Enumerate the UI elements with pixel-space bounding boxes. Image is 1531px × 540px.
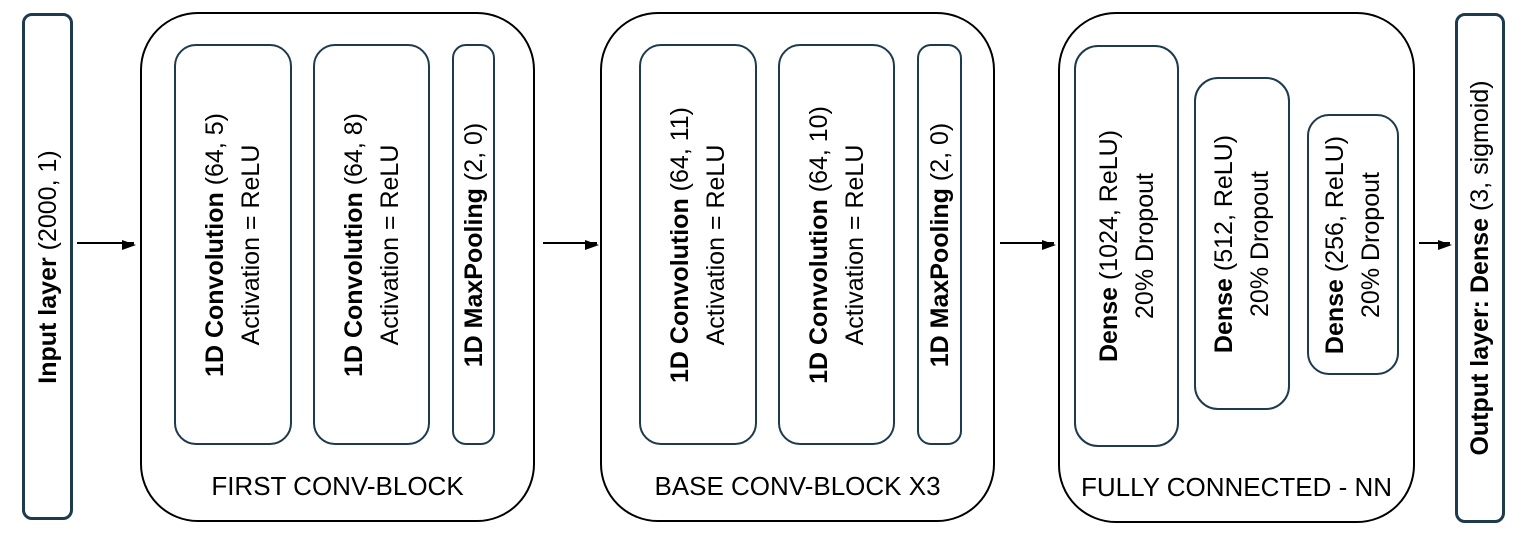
- layer-text: 1D Convolution (64, 8) Activation = ReLU: [335, 113, 408, 377]
- input-layer-label-detail: (2000, 1): [33, 149, 62, 257]
- block-label: FIRST CONV-BLOCK: [211, 471, 464, 501]
- layer-title: 1D Convolution (64, 10): [800, 106, 836, 384]
- block-label: BASE CONV-BLOCK X3: [654, 471, 941, 501]
- layer-subtitle: Activation = ReLU: [375, 144, 404, 345]
- layer-title-detail: (64, 10): [804, 105, 833, 199]
- conv-layer-box-1: 1D Convolution (64, 5) Activation = ReLU: [174, 44, 292, 445]
- fully-connected-block: Dense (1024, ReLU) 20% Dropout Dense (51…: [1058, 12, 1415, 523]
- first-conv-block: 1D Convolution (64, 5) Activation = ReLU…: [140, 12, 535, 522]
- layer-title: 1D MaxPooling (2, 0): [921, 122, 957, 366]
- input-layer-box: Input layer (2000, 1): [22, 13, 73, 520]
- flow-arrow-icon-3: [1000, 239, 1056, 250]
- layer-subtitle: 20% Dropout: [1357, 171, 1385, 318]
- layer-subtitle: Activation = ReLU: [702, 144, 730, 345]
- conv-layer-box-2: 1D Convolution (64, 8) Activation = ReLU: [313, 44, 430, 445]
- layer-title: 1D Convolution (64, 8): [335, 113, 371, 377]
- block-label: FULLY CONNECTED - NN: [1080, 472, 1393, 502]
- layer-text: 1D Convolution (64, 11) Activation = ReL…: [662, 107, 735, 383]
- layer-text: Dense (512, ReLU) 20% Dropout: [1206, 134, 1279, 352]
- maxpooling-layer-box: 1D MaxPooling (2, 0): [452, 44, 495, 445]
- layer-title: 1D MaxPooling (2, 0): [455, 122, 491, 366]
- layer-title-bold: 1D MaxPooling: [459, 187, 488, 367]
- layer-text: 1D MaxPooling (2, 0): [921, 122, 957, 366]
- output-layer-box: Output layer: Dense (3, sigmoid): [1455, 13, 1505, 523]
- layer-title-detail: (512, ReLU): [1209, 134, 1238, 278]
- layer-title: Dense (256, ReLU): [1317, 135, 1353, 353]
- layer-subtitle: 20% Dropout: [1130, 173, 1159, 319]
- layer-title-detail: (64, 8): [339, 112, 368, 192]
- layer-title-bold: 1D Convolution: [665, 197, 694, 383]
- input-layer-label: Input layer (2000, 1): [29, 150, 65, 383]
- output-layer-label-bold: Output layer: Dense: [1465, 217, 1494, 456]
- layer-text: Dense (1024, ReLU) 20% Dropout: [1090, 130, 1163, 362]
- output-layer-label: Output layer: Dense (3, sigmoid): [1462, 80, 1498, 455]
- maxpooling-layer-box: 1D MaxPooling (2, 0): [917, 44, 962, 445]
- layer-text: 1D Convolution (64, 5) Activation = ReLU: [197, 113, 270, 377]
- layer-title-bold: 1D Convolution: [200, 191, 229, 377]
- layer-text: 1D Convolution (64, 10) Activation = ReL…: [800, 106, 873, 384]
- input-layer-label-bold: Input layer: [33, 256, 62, 384]
- layer-title: 1D Convolution (64, 11): [662, 107, 698, 383]
- layer-title: Dense (512, ReLU): [1206, 134, 1242, 352]
- layer-title: 1D Convolution (64, 5): [197, 113, 233, 377]
- base-conv-block: 1D Convolution (64, 11) Activation = ReL…: [600, 12, 995, 522]
- layer-title-detail: (256, ReLU): [1320, 135, 1349, 279]
- layer-title-bold: 1D MaxPooling: [925, 187, 954, 367]
- conv-layer-box-2: 1D Convolution (64, 10) Activation = ReL…: [778, 44, 895, 445]
- flow-arrow-icon-1: [77, 239, 136, 250]
- dense-layer-box-2: Dense (512, ReLU) 20% Dropout: [1194, 77, 1290, 410]
- flow-arrow-icon-4: [1419, 239, 1452, 250]
- output-layer-label-detail: (3, sigmoid): [1465, 80, 1494, 218]
- layer-title: Dense (1024, ReLU): [1090, 130, 1126, 362]
- layer-text: Dense (256, ReLU) 20% Dropout: [1317, 135, 1390, 353]
- flow-arrow-icon-2: [543, 239, 599, 250]
- conv-layer-box-1: 1D Convolution (64, 11) Activation = ReL…: [639, 44, 757, 445]
- layer-subtitle: Activation = ReLU: [840, 144, 869, 345]
- layer-subtitle: Activation = ReLU: [237, 144, 265, 345]
- layer-subtitle: 20% Dropout: [1246, 170, 1274, 317]
- layer-title-bold: Dense: [1320, 278, 1349, 354]
- dense-layer-box-1: Dense (1024, ReLU) 20% Dropout: [1074, 45, 1179, 447]
- layer-title-bold: Dense: [1094, 286, 1123, 363]
- layer-title-bold: Dense: [1209, 277, 1238, 353]
- dense-layer-box-3: Dense (256, ReLU) 20% Dropout: [1307, 114, 1399, 375]
- layer-title-bold: 1D Convolution: [339, 191, 368, 377]
- layer-text: 1D MaxPooling (2, 0): [455, 122, 491, 366]
- layer-title-detail: (1024, ReLU): [1094, 129, 1123, 287]
- layer-title-detail: (64, 5): [200, 112, 229, 192]
- layer-title-detail: (2, 0): [459, 122, 488, 188]
- layer-title-detail: (64, 11): [665, 106, 694, 198]
- layer-title-bold: 1D Convolution: [804, 198, 833, 384]
- layer-title-detail: (2, 0): [925, 122, 954, 188]
